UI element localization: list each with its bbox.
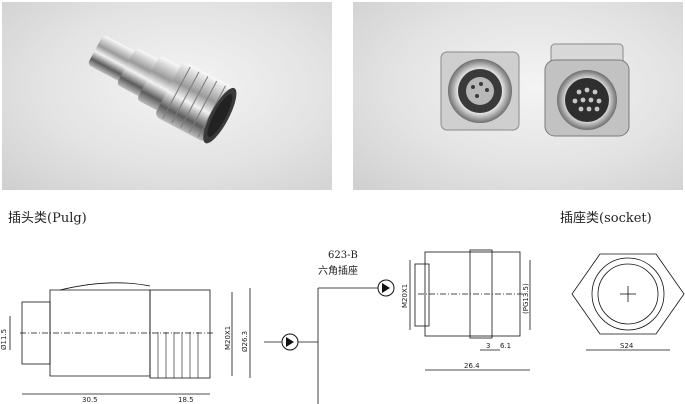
hex-dim-across-flats: S24 bbox=[620, 342, 634, 350]
socket-category-label: 插座类(socket) bbox=[560, 211, 652, 226]
socket-dim-thread: M20X1 bbox=[401, 284, 409, 308]
part-description: 六角插座 bbox=[318, 264, 358, 277]
plug-dim-thread: M20X1 bbox=[224, 326, 232, 350]
arrow-marker-right bbox=[377, 279, 395, 297]
technical-drawing: 623-B 六角插座 Ø11.5 M20X1 Ø26.3 30.5 18.5 M… bbox=[0, 249, 685, 404]
socket-dim-pg: (PG13.5) bbox=[522, 283, 530, 314]
plug-dim-large-diameter: Ø26.3 bbox=[241, 331, 249, 352]
socket-dim-3: 3 bbox=[486, 342, 490, 350]
socket-body bbox=[424, 251, 521, 337]
socket-connectors-image bbox=[440, 43, 630, 137]
plug-dim-small-diameter: Ø11.5 bbox=[0, 329, 8, 350]
socket-dim-6-1: 6.1 bbox=[500, 342, 511, 350]
plug-coupling-nut bbox=[149, 289, 211, 379]
plug-category-label: 插头类(Pulg) bbox=[8, 211, 87, 226]
arrow-marker-left bbox=[281, 333, 299, 351]
plug-dim-length-b: 18.5 bbox=[178, 396, 194, 404]
hex-socket-front-view bbox=[571, 253, 685, 351]
part-code: 623-B bbox=[328, 250, 358, 261]
socket-dim-total: 26.4 bbox=[464, 362, 480, 370]
plug-dim-length-a: 30.5 bbox=[82, 396, 98, 404]
socket-photo bbox=[353, 2, 683, 190]
plug-photo bbox=[2, 2, 332, 190]
plug-connector-image bbox=[88, 35, 237, 144]
